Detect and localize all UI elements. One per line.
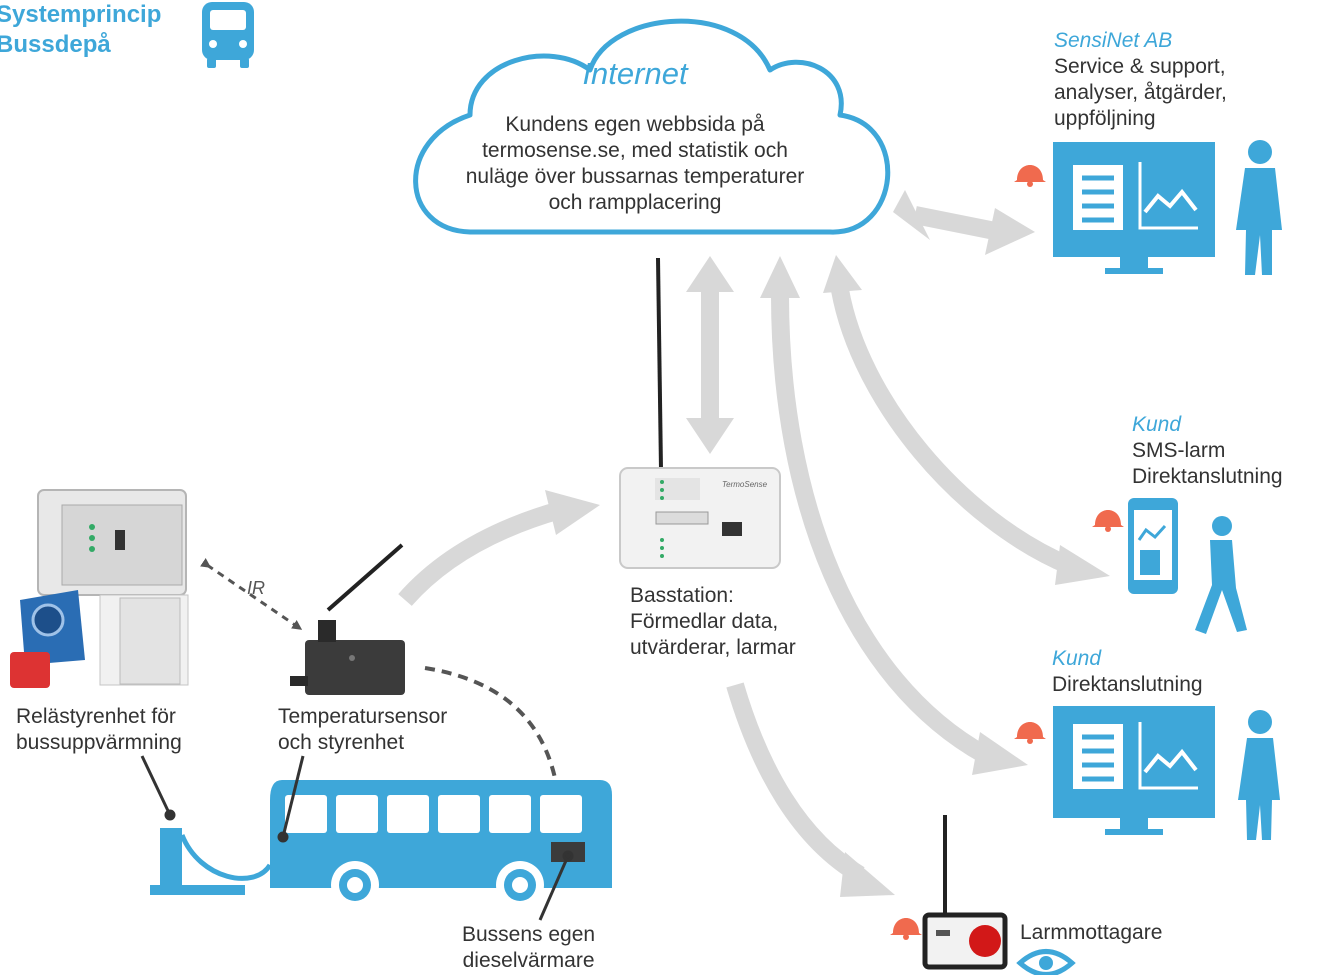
header-title: Systemprincip Bussdepå [0,0,161,60]
kund-sms-name: Kund [1132,413,1182,436]
bell-icon [1014,165,1046,187]
basestation-brand: TermoSense [722,480,768,489]
service-technician-person-icon [1236,140,1282,275]
kund-sms-description: SMS-larm Direktanslutning [1132,439,1283,488]
customer-person-icon [1238,710,1280,840]
kund-direct-name: Kund [1052,647,1102,670]
temperature-sensor [290,543,405,695]
relay-unit [10,489,189,688]
bus-illustration [150,780,612,909]
heater-label: Bussens egen dieselvärmare [462,923,596,972]
sensinet-monitor-icon [1053,142,1215,274]
basestation-description: Basstation: Förmedlar data, utvärderar, … [630,584,796,659]
bell-icon [1014,722,1046,744]
bell-icon [1092,510,1124,532]
phone-icon [1128,498,1178,594]
eye-icon [1016,949,1076,975]
header-line-1: Systemprincip [0,1,162,28]
kund-direct-description: Direktanslutning [1052,673,1203,696]
internet-description: Kundens egen webbsida på termosense.se, … [465,113,805,214]
base-station [619,257,781,569]
header-line-2: Bussdepå [0,31,111,58]
relay-label: Relästyrenhet för bussuppvärmning [16,705,182,754]
alarm-receiver-label: Larmmottagare [1020,921,1163,944]
sensinet-name: SensiNet AB [1054,29,1173,52]
internet-title: Internet [582,56,688,91]
ir-link [200,558,303,630]
walking-person-icon [1195,516,1247,634]
internet-cloud [413,18,891,235]
customer-monitor-icon [1053,706,1215,835]
ir-label: IR [247,578,265,598]
bus-icon [202,2,254,68]
bell-icon [890,918,922,940]
alarm-receiver-device [922,815,1008,970]
leader-lines [140,755,574,921]
connection-arrows [398,190,1110,897]
sensor-label: Temperatursensor och styrenhet [278,705,448,754]
sensinet-description: Service & support, analyser, åtgärder, u… [1054,55,1227,130]
